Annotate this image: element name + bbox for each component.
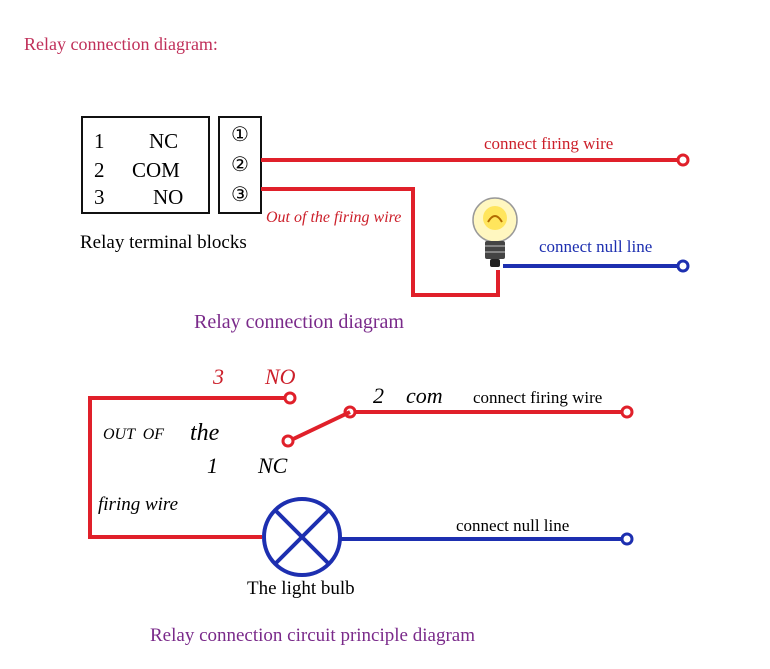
nc-terminal xyxy=(281,434,295,448)
firing-wire-label: firing wire xyxy=(98,494,178,515)
bottom-connect-null-line: connect null line xyxy=(456,516,569,535)
com-num: 2 xyxy=(373,383,384,408)
terminal-row-3-label: NO xyxy=(153,185,183,209)
terminal-marker-1: ① xyxy=(231,124,249,146)
no-terminal xyxy=(283,391,297,405)
the-label: the xyxy=(190,420,220,446)
nc-label: NC xyxy=(257,453,288,478)
light-bulb-icon xyxy=(472,197,518,267)
nc-num: 1 xyxy=(207,453,218,478)
com-label: com xyxy=(406,383,443,408)
terminal-marker-3: ③ xyxy=(231,184,249,206)
terminal-row-3-num: 3 xyxy=(94,185,105,209)
no-num: 3 xyxy=(212,364,224,389)
top-diagram-caption: Relay connection diagram xyxy=(194,311,404,333)
top-neutral-terminal xyxy=(676,259,690,273)
out-of-label: OUT OF xyxy=(103,426,164,443)
terminal-label-box xyxy=(81,116,210,214)
top-live-terminal xyxy=(676,153,690,167)
terminal-marker-box xyxy=(218,116,262,214)
bottom-live-terminal xyxy=(620,405,634,419)
terminal-row-2-label: COM xyxy=(132,158,180,182)
relay-switch-arm xyxy=(288,410,351,443)
bottom-connect-firing-wire: connect firing wire xyxy=(473,388,602,407)
terminal-row-2-num: 2 xyxy=(94,158,105,182)
top-connect-firing-wire: connect firing wire xyxy=(484,134,613,153)
terminal-marker-2: ② xyxy=(231,154,249,176)
bottom-neutral-terminal xyxy=(620,532,634,546)
top-connect-null-line: connect null line xyxy=(539,237,652,256)
bottom-diagram-caption: Relay connection circuit principle diagr… xyxy=(150,625,475,646)
bulb-caption: The light bulb xyxy=(247,578,355,599)
terminal-caption: Relay terminal blocks xyxy=(80,232,247,253)
terminal-row-1-num: 1 xyxy=(94,129,105,153)
terminal-row-1-label: NC xyxy=(149,129,178,153)
top-switched-wire xyxy=(261,187,500,297)
bottom-left-wire xyxy=(88,396,286,539)
bulb-symbol-icon xyxy=(262,497,342,577)
top-out-of-firing-wire: Out of the firing wire xyxy=(266,209,401,226)
no-label: NO xyxy=(264,364,296,389)
page-title: Relay connection diagram: xyxy=(24,34,218,54)
